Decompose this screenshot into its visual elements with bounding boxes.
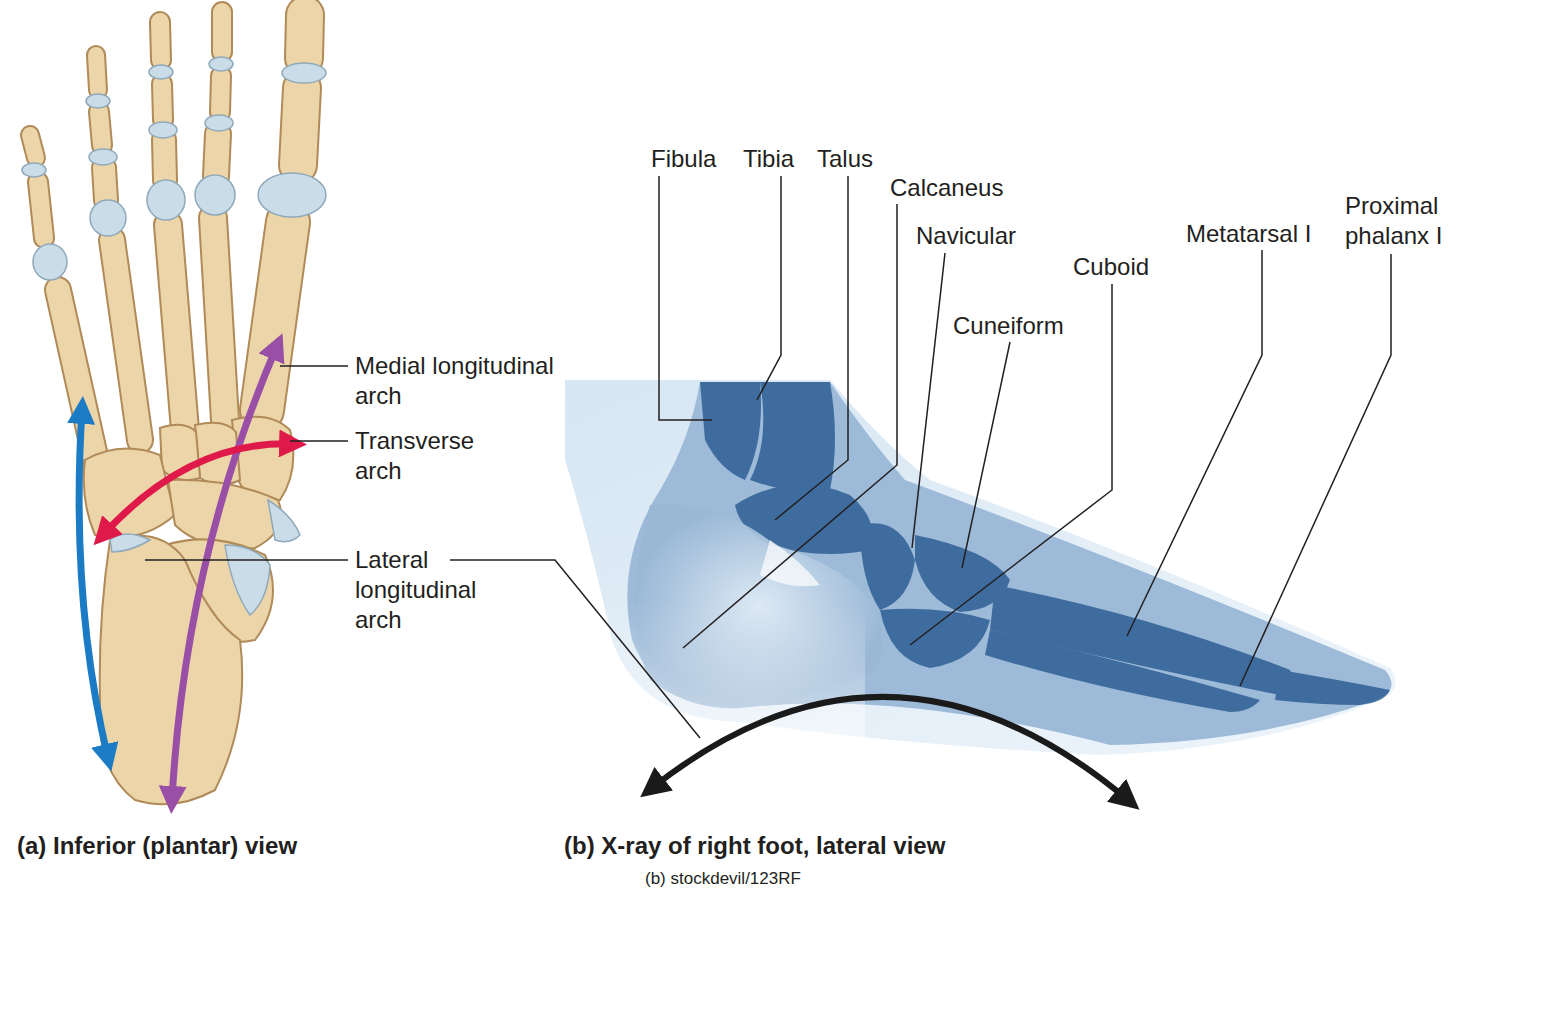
part-label: Navicular [916,221,1016,251]
joint-cartilage [22,57,326,280]
tarsal-cartilage [225,545,270,615]
leader-lines [683,204,897,648]
joint-cartilage [86,94,110,108]
arch-arrows [172,346,277,800]
tarsal-bones [84,449,175,538]
bone-fill [213,12,231,52]
leader-lines [1127,250,1262,636]
joint-cartilage [89,149,117,165]
bone-fill [38,182,44,238]
joint-cartilage [258,173,326,217]
bone-fill [99,112,102,145]
part-label: Metatarsal I [1186,219,1311,249]
bone-fill [160,22,161,60]
leader-lines [450,560,700,738]
bone-fill [96,55,98,90]
tarsal-cartilage [268,500,300,542]
arch-label: Medial longitudinal arch [355,351,560,411]
bone-fill [298,88,302,165]
bone-outline [164,140,165,180]
xray-bones [985,630,1260,712]
joint-cartilage [205,115,233,131]
bone-outline [213,218,225,420]
bone-fill [112,240,140,440]
bone-fill [216,134,218,176]
xray-bones [700,382,761,480]
joint-cartilage [282,63,326,83]
bone-fill [213,218,225,420]
part-label: Tibia [743,144,794,174]
leader-lines [775,176,848,520]
leader-lines [757,176,781,400]
xray-bones [750,382,835,491]
xray-bones [1275,670,1390,705]
figure-caption: (b) X-ray of right foot, lateral view [564,831,945,861]
joint-cartilage [149,122,177,138]
bone-fill [30,135,36,158]
xray-bones [880,609,990,668]
joint-cartilage [33,244,67,280]
bone-fill [104,168,106,200]
tarsal-bones [84,417,294,805]
leader-lines [659,176,712,420]
arch-arrows [79,346,293,800]
leader-lines [1240,254,1391,686]
bone-fill [304,15,305,58]
leader-lines [290,440,348,442]
bone-outline [211,12,233,52]
joint-cartilage [147,180,185,220]
bone-fill [30,12,305,470]
image-credit: (b) stockdevil/123RF [645,868,801,890]
part-label: Cuneiform [953,311,1064,341]
leader-lines [280,365,348,367]
bone-fill [162,84,163,120]
leader-lines [962,342,1010,568]
part-label: Talus [817,144,873,174]
joint-cartilage [90,200,126,236]
bone-outline [30,12,305,470]
part-label: Fibula [651,144,716,174]
arch-label: Lateral longitudinal arch [355,545,505,635]
leader-lines [145,559,348,561]
arch-arrows [103,444,293,535]
leader-lines [910,284,1112,645]
bone-outline [216,134,218,176]
bone-fill [164,140,165,180]
arch-label: Transverse arch [355,426,505,486]
bone-outline [168,225,185,430]
bone-outline [104,168,106,200]
bone-outline [220,76,221,112]
bone-outline [304,15,305,58]
bone-outline [38,182,44,238]
figure-caption: (a) Inferior (plantar) view [17,831,297,861]
leader-lines [145,176,1391,738]
bone-fill [220,76,221,112]
bone-outline [99,112,102,145]
tarsal-bones [99,536,242,805]
part-label: Calcaneus [890,173,1003,203]
plantar-skeleton [22,12,326,804]
bone-outline [30,135,36,158]
arch-arrows [79,410,108,758]
arch-arc-arrow [652,697,1128,800]
bone-outline [160,22,161,60]
bone-outline [162,84,163,120]
bone-outline [96,55,98,90]
joint-cartilage [209,57,233,71]
joint-cartilage [22,163,46,177]
joint-cartilage [149,65,173,79]
bone-outline [112,240,140,440]
part-label: Proximal phalanx I [1345,191,1470,251]
leader-lines [912,253,945,548]
xray-bones [860,523,915,610]
part-label: Cuboid [1073,252,1149,282]
tarsal-cartilage [110,534,150,552]
bone-outline [298,88,302,165]
bone-fill [168,225,185,430]
joint-cartilage [195,175,235,215]
xray-image [760,540,820,586]
